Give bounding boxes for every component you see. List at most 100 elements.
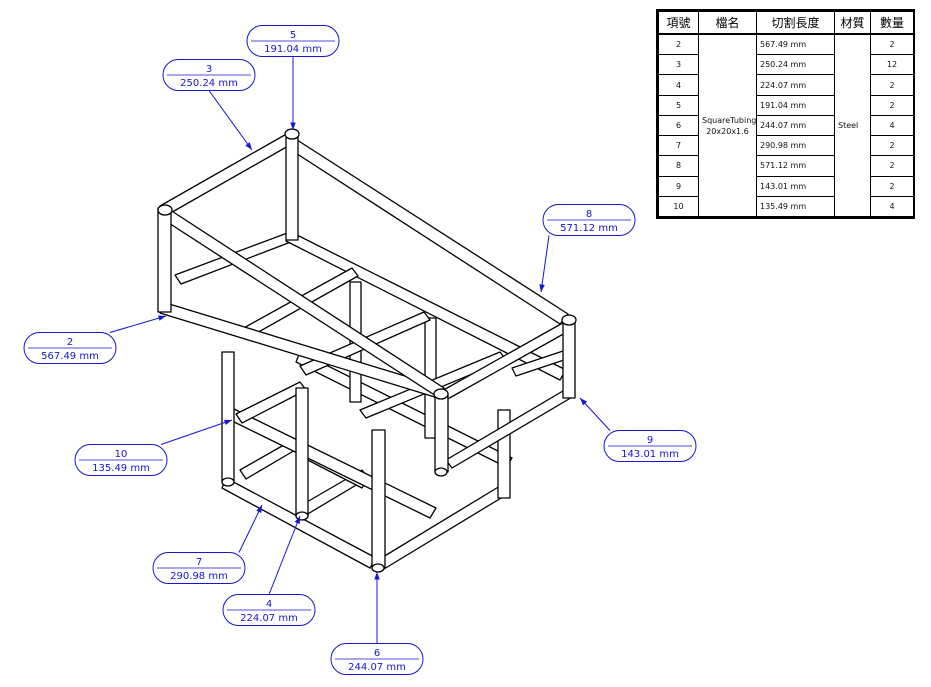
upper-leg-cap-3 [561,314,577,326]
bom-file-name: SquareTubing 20x20x1.6 [698,33,757,217]
bom-quantity: 2 [870,33,914,56]
callout-length: 250.24 mm [180,78,238,89]
callout-arrowhead [290,122,296,130]
bom-row: 6 244.07 mm 4 [658,114,914,137]
callout-arrowhead [256,505,262,513]
lower-leg-3 [371,429,386,569]
bom-quantity: 2 [870,135,914,157]
bom-row: 10 135.49 mm 4 [658,195,914,218]
bom-header-row: 項號 檔名 切割長度 材質 數量 [658,11,914,35]
callout-length: 191.04 mm [264,44,322,55]
bom-cut-length: 224.07 mm [756,74,835,96]
upper-leg-foot-1 [434,467,448,477]
bom-item-number: 6 [658,114,699,137]
callout-length: 143.01 mm [621,449,679,460]
callout-balloon-2: 2 567.49 mm [23,315,167,364]
callout-item-number: 8 [586,209,592,220]
upper-leg-cap-1 [157,204,173,216]
bom-header-quantity: 數量 [870,11,914,35]
upper-leg-cap-2 [284,128,300,140]
callout-balloon-10: 10 135.49 mm [74,419,233,476]
callout-item-number: 10 [115,449,128,460]
lower-leg-cap-3 [371,563,385,573]
callout-balloon-6: 6 244.07 mm [330,572,424,675]
callout-balloon-7: 7 290.98 mm [152,504,263,584]
bom-quantity: 2 [870,155,914,177]
callout-length: 244.07 mm [348,662,406,673]
bom-header-material: 材質 [834,11,871,35]
bom-header-cut-length: 切割長度 [756,11,835,35]
lower-leg-1 [221,351,235,483]
upper-leg-front-right [434,393,449,473]
bom-item-number: 7 [658,135,699,157]
callout-leader [540,235,550,293]
callout-leader [238,504,263,553]
bom-material: Steel [834,33,871,217]
bom-header-filename: 檔名 [698,11,757,35]
bom-item-number: 3 [658,54,699,76]
callout-length: 224.07 mm [240,613,298,624]
upper-leg-right [562,321,576,399]
callout-item-number: 6 [374,648,380,659]
callout-leader [268,515,301,595]
bom-quantity: 2 [870,74,914,96]
bom-item-number: 9 [658,175,699,197]
bom-quantity: 4 [870,114,914,137]
bom-header-item: 項號 [658,11,699,35]
bom-cut-length: 571.12 mm [756,155,835,177]
bom-cut-length: 143.01 mm [756,175,835,197]
callout-balloon-8: 8 571.12 mm [539,204,636,293]
callout-leader [208,90,253,151]
bom-item-number: 10 [658,195,699,218]
callout-balloon-9: 9 143.01 mm [579,397,697,462]
callout-arrowhead [539,284,545,292]
upper-leg-front-left [157,207,172,313]
callout-arrowhead [158,315,166,321]
bom-row: 3 250.24 mm 12 [658,54,914,76]
callout-length: 135.49 mm [92,463,150,474]
callout-length: 567.49 mm [41,351,99,362]
upper-back-left-rail [159,131,298,216]
callout-arrowhead [294,516,300,524]
upper-leg-back [285,135,299,241]
callout-arrowhead [224,419,232,426]
callout-balloon-4: 4 224.07 mm [222,515,316,626]
callout-balloon-5: 5 191.04 mm [246,25,340,130]
bom-cut-length: 290.98 mm [756,135,835,157]
bom-quantity: 12 [870,54,914,76]
callout-length: 290.98 mm [170,571,228,582]
callout-item-number: 2 [67,337,73,348]
callout-item-number: 4 [266,599,272,610]
callout-item-number: 9 [647,435,653,446]
callout-arrowhead [374,572,380,580]
upper-frame [157,128,577,477]
callout-item-number: 5 [290,30,296,41]
lower-leg-2 [295,387,309,517]
bom-cut-length: 191.04 mm [756,94,835,116]
bom-cut-length: 135.49 mm [756,195,835,218]
callout-leader [160,419,233,445]
bom-cut-length: 250.24 mm [756,54,835,76]
callout-leader [109,315,167,333]
bom-quantity: 2 [870,175,914,197]
callout-arrowhead [245,142,252,150]
lower-leg-cap-1 [221,477,235,487]
bom-row: 7 290.98 mm 2 [658,135,914,157]
bom-quantity: 4 [870,195,914,218]
callout-arrowhead [580,398,588,406]
callout-length: 571.12 mm [560,223,618,234]
bom-item-number: 2 [658,33,699,56]
lower-frame [221,281,513,573]
bom-item-number: 5 [658,94,699,116]
bom-row: 9 143.01 mm 2 [658,175,914,197]
callout-item-number: 7 [196,557,202,568]
bom-cut-length: 244.07 mm [756,114,835,137]
